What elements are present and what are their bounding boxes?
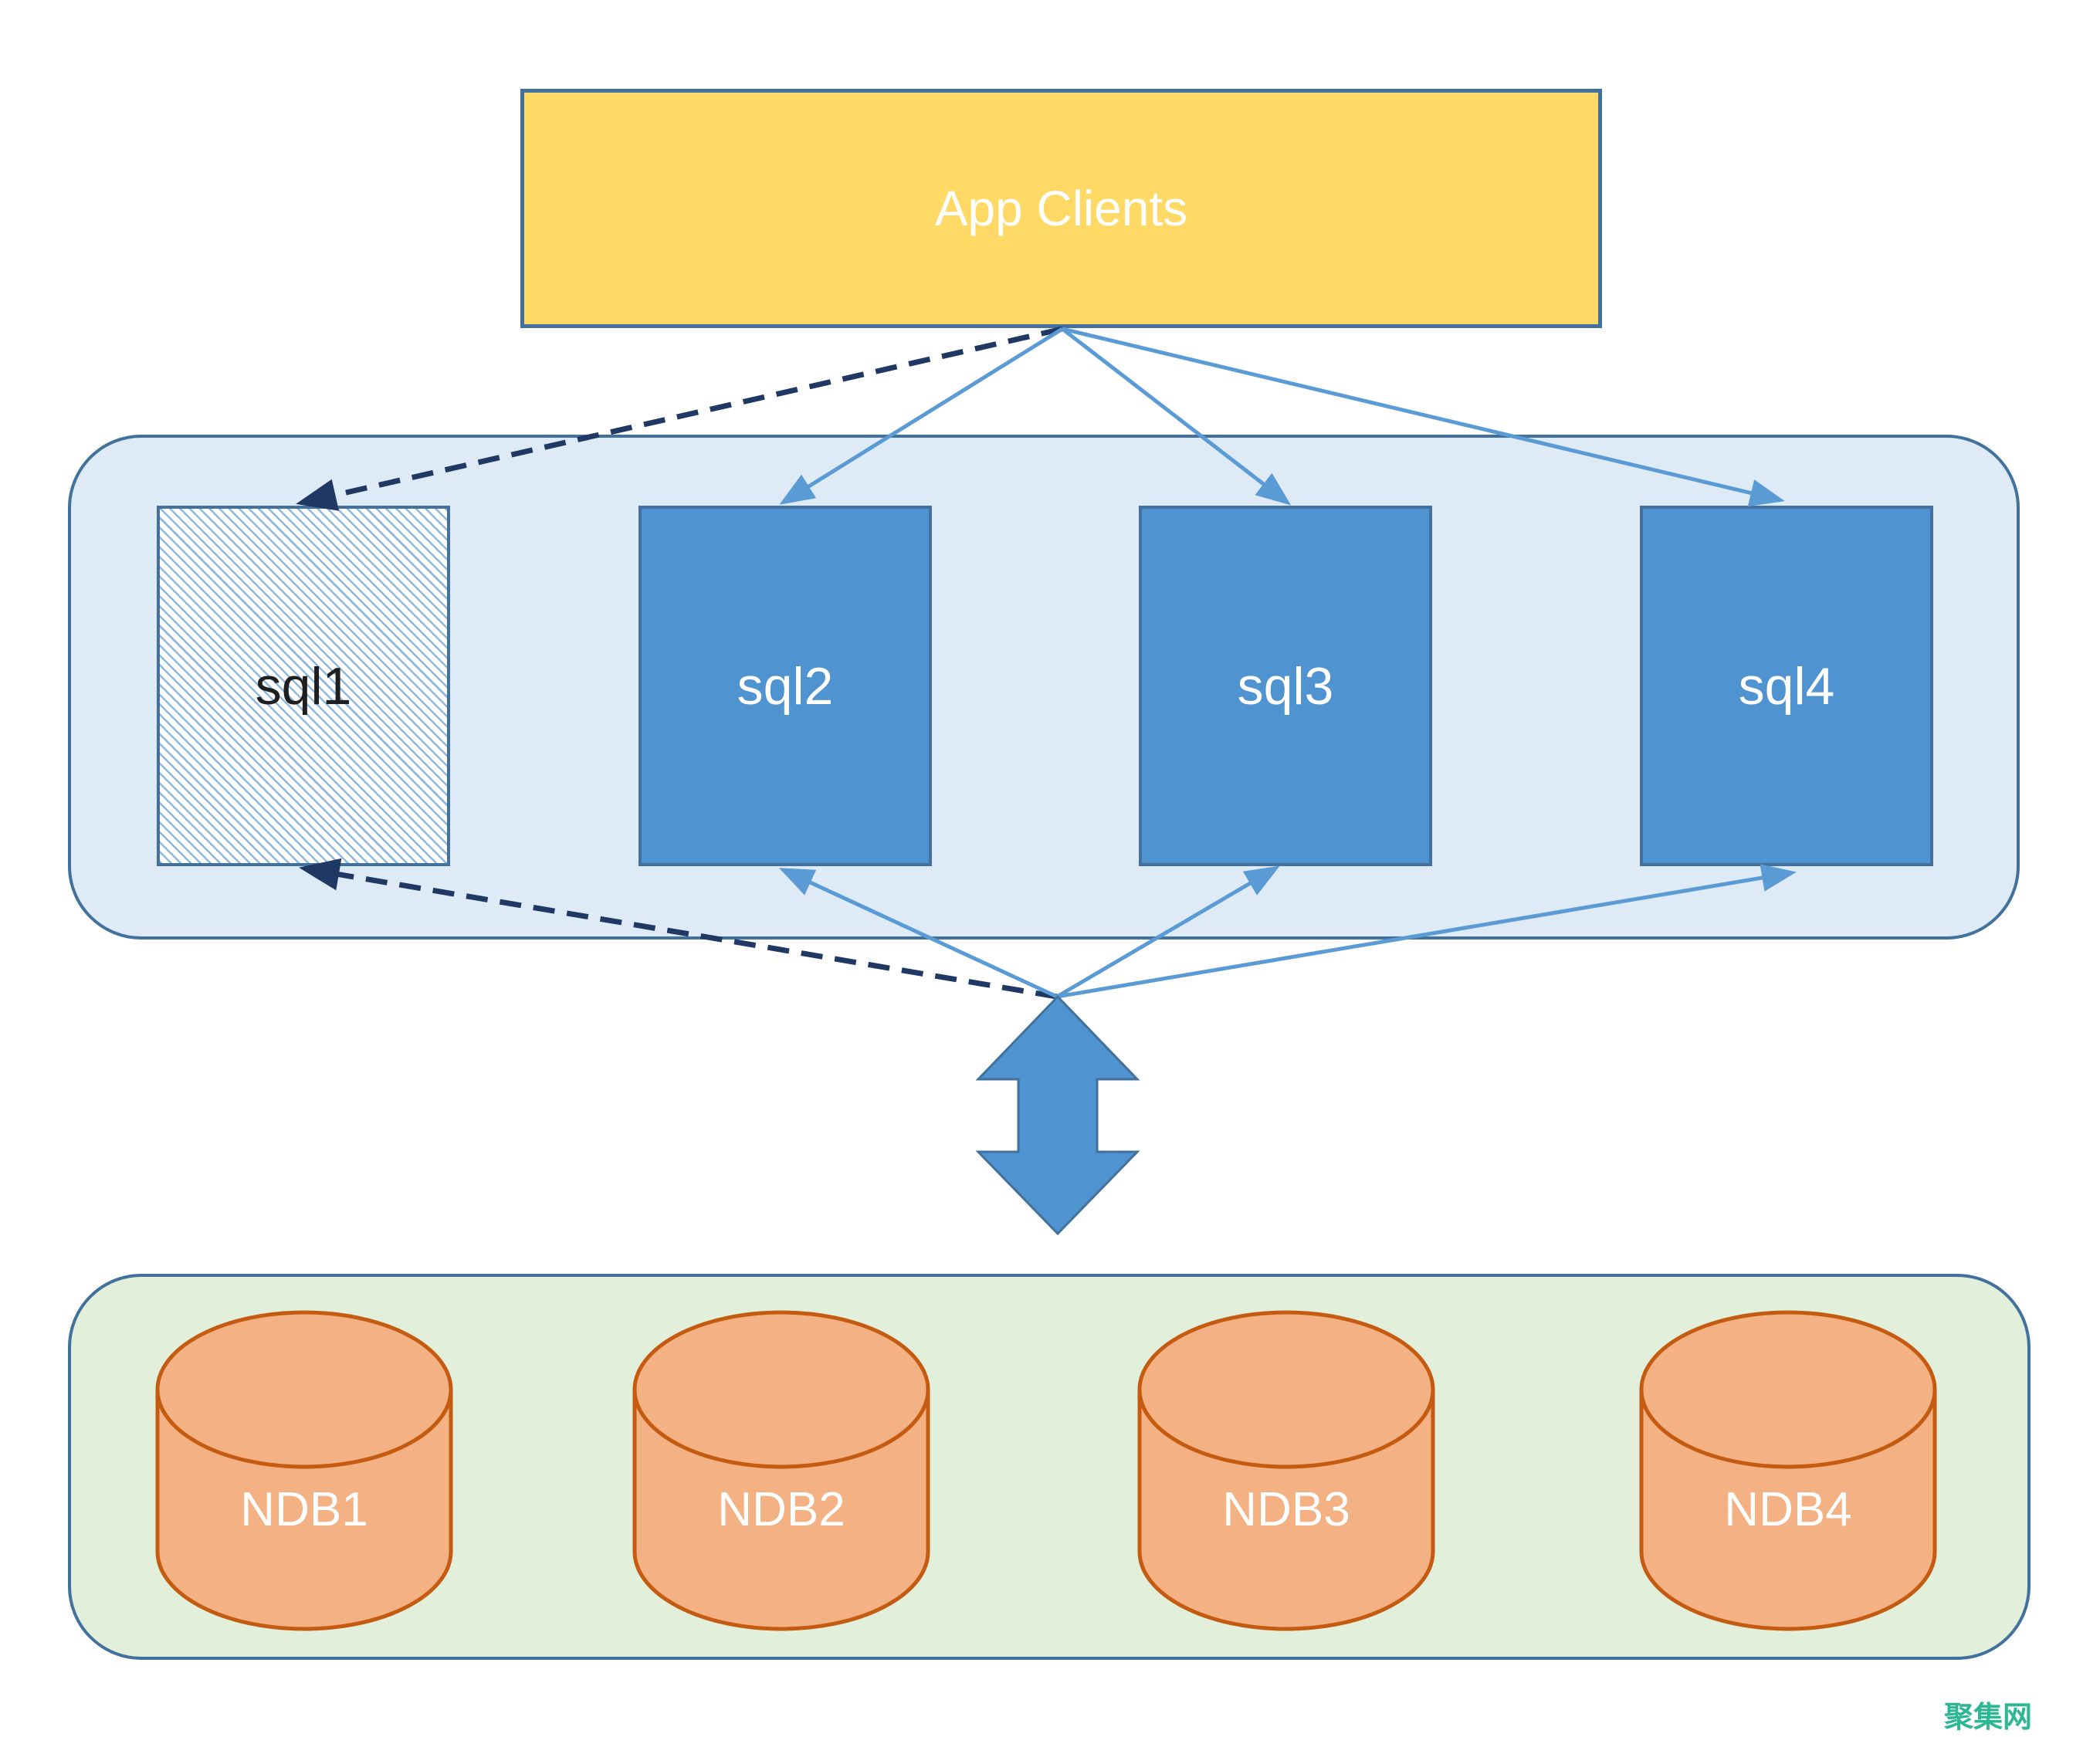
ndb3-label-wrap: NDB3 [1140,1467,1433,1552]
sql3-label: sql3 [1237,656,1334,716]
ndb3-label: NDB3 [1222,1482,1350,1536]
ndb2-label-wrap: NDB2 [635,1467,928,1552]
sql2-label: sql2 [737,656,834,716]
sql4-label: sql4 [1738,656,1835,716]
app-clients-box: App Clients [520,89,1602,328]
sql4-node-box: sql4 [1640,506,1933,866]
ndb4-label-wrap: NDB4 [1641,1467,1935,1552]
ndb1-label: NDB1 [240,1482,368,1536]
watermark-text: 聚集网 [1943,1701,2032,1734]
ndb4-label: NDB4 [1724,1482,1852,1536]
sql1-node-box: sql1 [157,506,450,866]
sql2-node-box: sql2 [638,506,932,866]
ndb2-label: NDB2 [717,1482,845,1536]
sql1-label: sql1 [255,656,352,716]
sql3-node-box: sql3 [1139,506,1432,866]
double-arrow-sql-ndb [975,994,1140,1236]
app-clients-label: App Clients [934,181,1188,236]
ndb1-label-wrap: NDB1 [158,1467,451,1552]
